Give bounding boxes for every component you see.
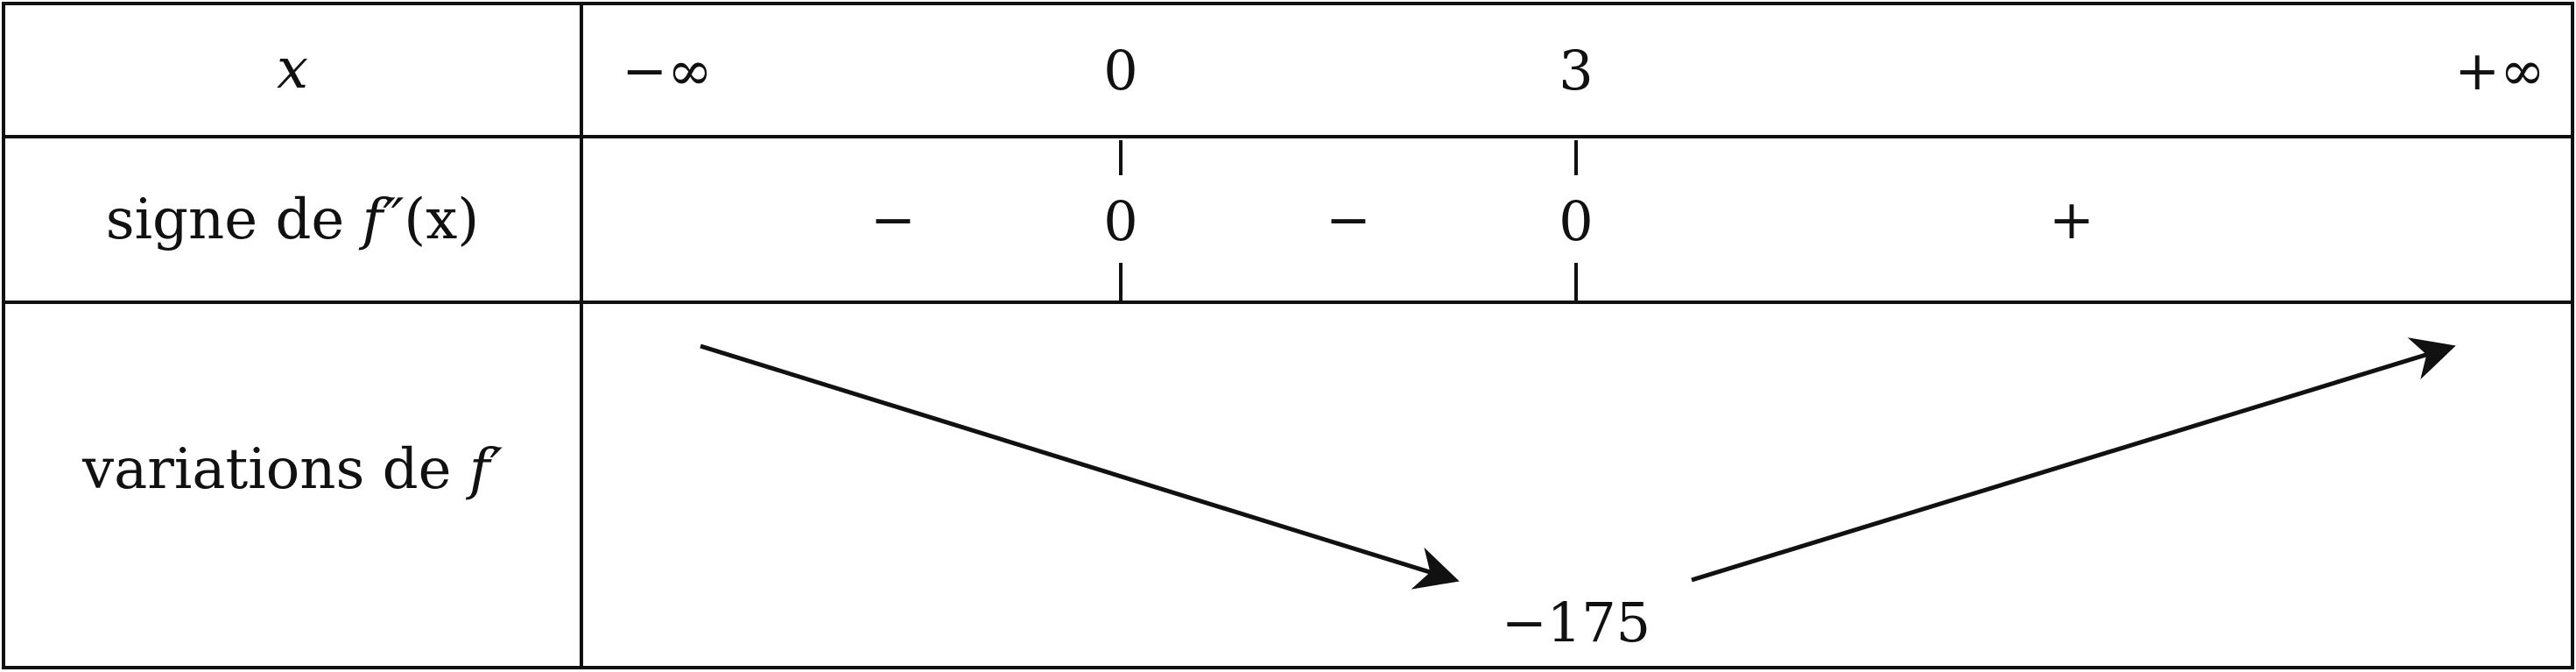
decreasing-arrow	[700, 343, 1460, 590]
x-header-label: x	[277, 37, 308, 102]
sign-interval-2: −	[1326, 187, 1371, 251]
variation-row-label-function: f′	[466, 437, 503, 502]
sign-row-label-argument: (x)	[404, 187, 479, 252]
sign-row-label-prefix: signe de	[106, 187, 362, 252]
x-value-minus-infinity: −∞	[622, 39, 713, 103]
sign-row-label: signe de f″(x)	[106, 187, 480, 252]
increasing-arrow	[1691, 337, 2456, 583]
sign-zero-at-3: 0	[1559, 189, 1593, 253]
sign-interval-1: −	[870, 187, 916, 251]
sign-zero-at-0: 0	[1103, 189, 1137, 253]
variation-row-label-prefix: variations de	[81, 437, 469, 502]
minimum-value: −175	[1502, 591, 1650, 654]
x-value-0: 0	[1103, 39, 1137, 103]
x-value-plus-infinity: +∞	[2454, 39, 2545, 103]
sign-interval-3: +	[2049, 187, 2094, 251]
x-value-3: 3	[1559, 39, 1593, 103]
sign-row-label-function: f″	[359, 187, 405, 252]
variation-row-label: variations de f′	[81, 437, 503, 502]
